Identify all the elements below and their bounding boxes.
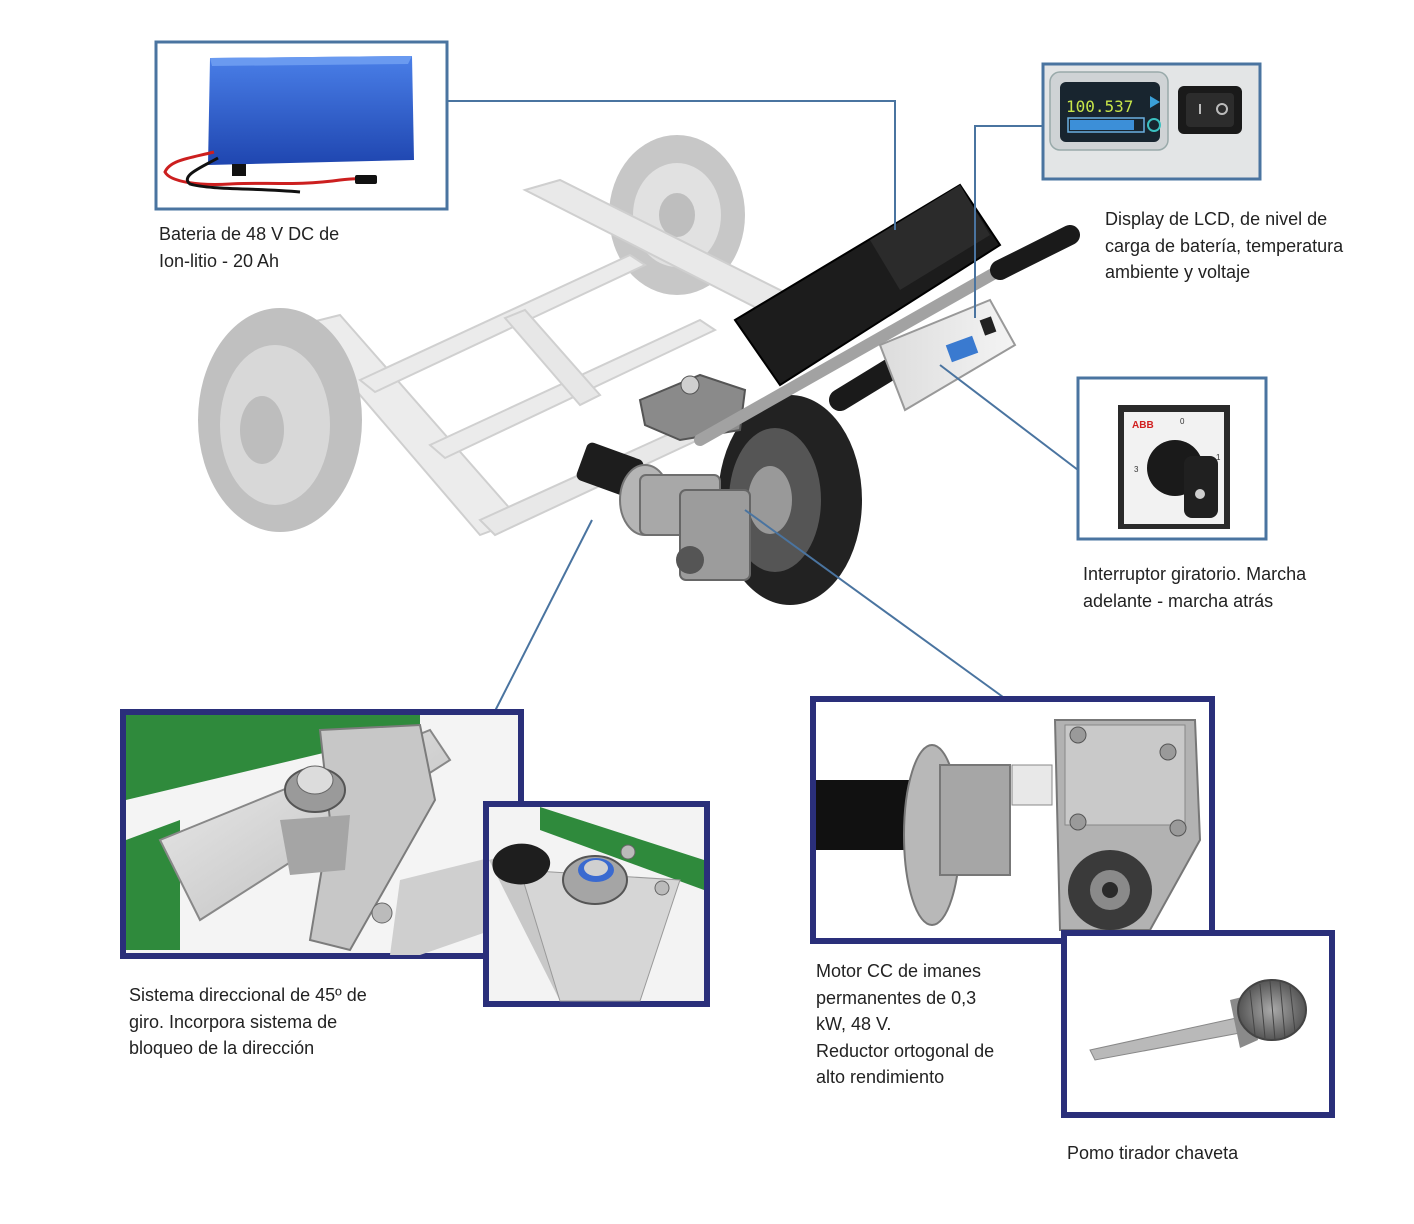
chassis-frame [198, 135, 823, 537]
switch-brand: ABB [1132, 420, 1154, 431]
switch-position-1: 1 [1216, 453, 1221, 462]
leader-switch [939, 364, 1079, 471]
caption-battery: Bateria de 48 V DC de Ion-litio - 20 Ah [159, 224, 340, 271]
caption-switch: Interruptor giratorio. Marcha adelante -… [1083, 564, 1307, 611]
caption-motor: Motor CC de imanes permanentes de 0,3 kW… [816, 961, 995, 1087]
switch-position-0: 0 [1180, 417, 1185, 426]
battery-photo-icon [154, 40, 449, 211]
caption-knob: Pomo tirador chaveta [1067, 1143, 1239, 1163]
steering-lock-photo-icon [120, 709, 524, 959]
leader-steering [494, 519, 593, 712]
drive-unit [576, 183, 1080, 605]
caption-display: Display de LCD, de nivel de carga de bat… [1105, 209, 1344, 282]
lcd-display-photo-icon: 100.537 [1041, 62, 1262, 181]
lcd-reading: 100.537 [1066, 97, 1133, 116]
caption-steering: Sistema direccional de 45º de giro. Inco… [129, 985, 367, 1058]
motor-gearbox-photo-icon [810, 696, 1215, 944]
machine-illustration [198, 135, 1080, 605]
steering-lock-detail-photo-icon [483, 801, 710, 1007]
rotary-switch-photo-icon: ABB 0 1 3 [1076, 376, 1268, 541]
leader-display [974, 125, 1043, 318]
leader-lines [447, 100, 1079, 712]
leader-battery [447, 100, 896, 230]
knob-pin-photo-icon [1061, 930, 1335, 1118]
switch-position-3: 3 [1134, 465, 1139, 474]
leader-motor [744, 509, 1004, 698]
